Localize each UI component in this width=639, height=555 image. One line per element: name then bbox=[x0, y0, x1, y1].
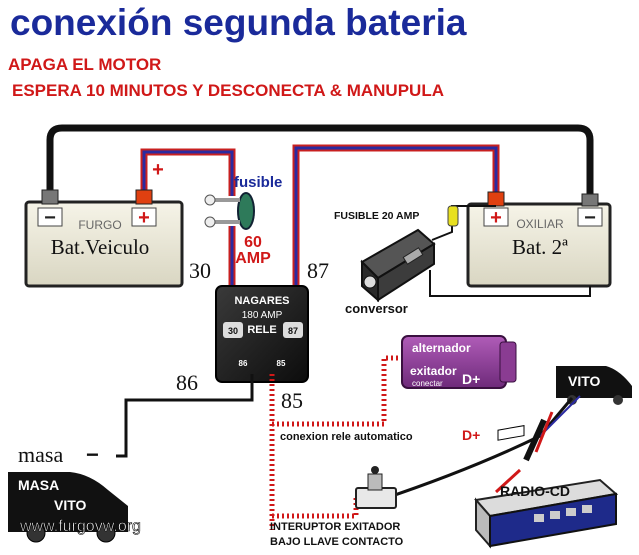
relay-pin-86: 86 bbox=[239, 359, 248, 368]
main-fuse-label: fusible bbox=[234, 174, 282, 191]
relay bbox=[215, 285, 309, 383]
battery-2-minus-post bbox=[581, 193, 599, 207]
page-title: conexión segunda bateria bbox=[10, 2, 467, 43]
battery-1-plus: + bbox=[138, 207, 150, 229]
converter-device bbox=[360, 228, 436, 303]
small-fuse-label: FUSIBLE 20 AMP bbox=[334, 210, 419, 222]
exciter-label: exitador bbox=[410, 364, 457, 378]
terminal-87-label: 87 bbox=[307, 258, 329, 283]
van-left-line2: VITO bbox=[54, 497, 87, 513]
main-fuse bbox=[237, 192, 255, 230]
alternator-device bbox=[401, 335, 517, 389]
battery-2-label: Bat. 2ª bbox=[512, 235, 568, 259]
van-left-line1: MASA bbox=[18, 477, 59, 493]
relay-pin-87: 87 bbox=[288, 326, 298, 336]
terminal-86-label: 86 bbox=[176, 370, 198, 395]
battery-2-brand: OXILIAR bbox=[516, 217, 564, 231]
rele-auto-label: conexion rele automatico bbox=[280, 431, 413, 443]
battery-1-minus-post bbox=[41, 189, 59, 205]
terminal-85-label: 85 bbox=[281, 388, 303, 413]
van-right bbox=[556, 366, 632, 398]
battery-1-label: Bat.Veiculo bbox=[51, 235, 150, 259]
van-right-label: VITO bbox=[568, 373, 601, 389]
ground-wire-86 bbox=[116, 374, 254, 458]
signal-wire-alternator bbox=[272, 355, 404, 427]
signal-wire-switch bbox=[272, 498, 359, 519]
alternator-label: alternador bbox=[412, 341, 471, 355]
small-fuse bbox=[447, 205, 459, 227]
terminal-30-label: 30 bbox=[189, 258, 211, 283]
instruction-line-1: APAGA EL MOTOR bbox=[8, 55, 161, 74]
relay-amp: 180 AMP bbox=[242, 310, 283, 321]
main-fuse-unit: AMP bbox=[235, 250, 271, 267]
ignition-switch bbox=[355, 466, 397, 509]
instruction-line-2: ESPERA 10 MINUTOS Y DESCONECTA & MANUPUL… bbox=[12, 81, 444, 100]
relay-name: RELE bbox=[247, 324, 276, 336]
battery-1-brand: FURGO bbox=[78, 218, 121, 232]
switch-line-1: INTERUPTOR EXITADOR bbox=[270, 521, 400, 533]
rele-auto-dplus: D+ bbox=[462, 427, 480, 443]
ground-wire-top bbox=[46, 124, 594, 198]
battery-2-plus-post bbox=[487, 191, 505, 207]
masa-label: masa bbox=[18, 442, 63, 467]
battery-2-minus: − bbox=[584, 207, 596, 229]
battery-1-minus: − bbox=[44, 207, 56, 229]
masa-dash: − bbox=[86, 442, 99, 467]
van-left bbox=[8, 472, 128, 532]
radio-cd-device bbox=[474, 425, 619, 549]
converter-label: conversor bbox=[345, 301, 408, 316]
plus-marker: + bbox=[152, 159, 164, 181]
alternator-dplus: D+ bbox=[462, 371, 480, 387]
switch-line-2: BAJO LLAVE CONTACTO bbox=[270, 536, 404, 548]
main-fuse-rating: 60 bbox=[244, 234, 262, 251]
battery-1-plus-post bbox=[135, 189, 153, 205]
website: www.furgovw.org bbox=[19, 518, 141, 535]
switch-wire-van bbox=[379, 397, 574, 502]
radio-wire bbox=[494, 468, 522, 494]
relay-brand: NAGARES bbox=[234, 295, 289, 307]
connect-label: conectar bbox=[412, 379, 443, 388]
relay-pin-85: 85 bbox=[277, 359, 286, 368]
radio-label: RADIO-CD bbox=[500, 483, 570, 499]
battery-2-plus: + bbox=[490, 207, 502, 229]
relay-pin-30: 30 bbox=[228, 326, 238, 336]
